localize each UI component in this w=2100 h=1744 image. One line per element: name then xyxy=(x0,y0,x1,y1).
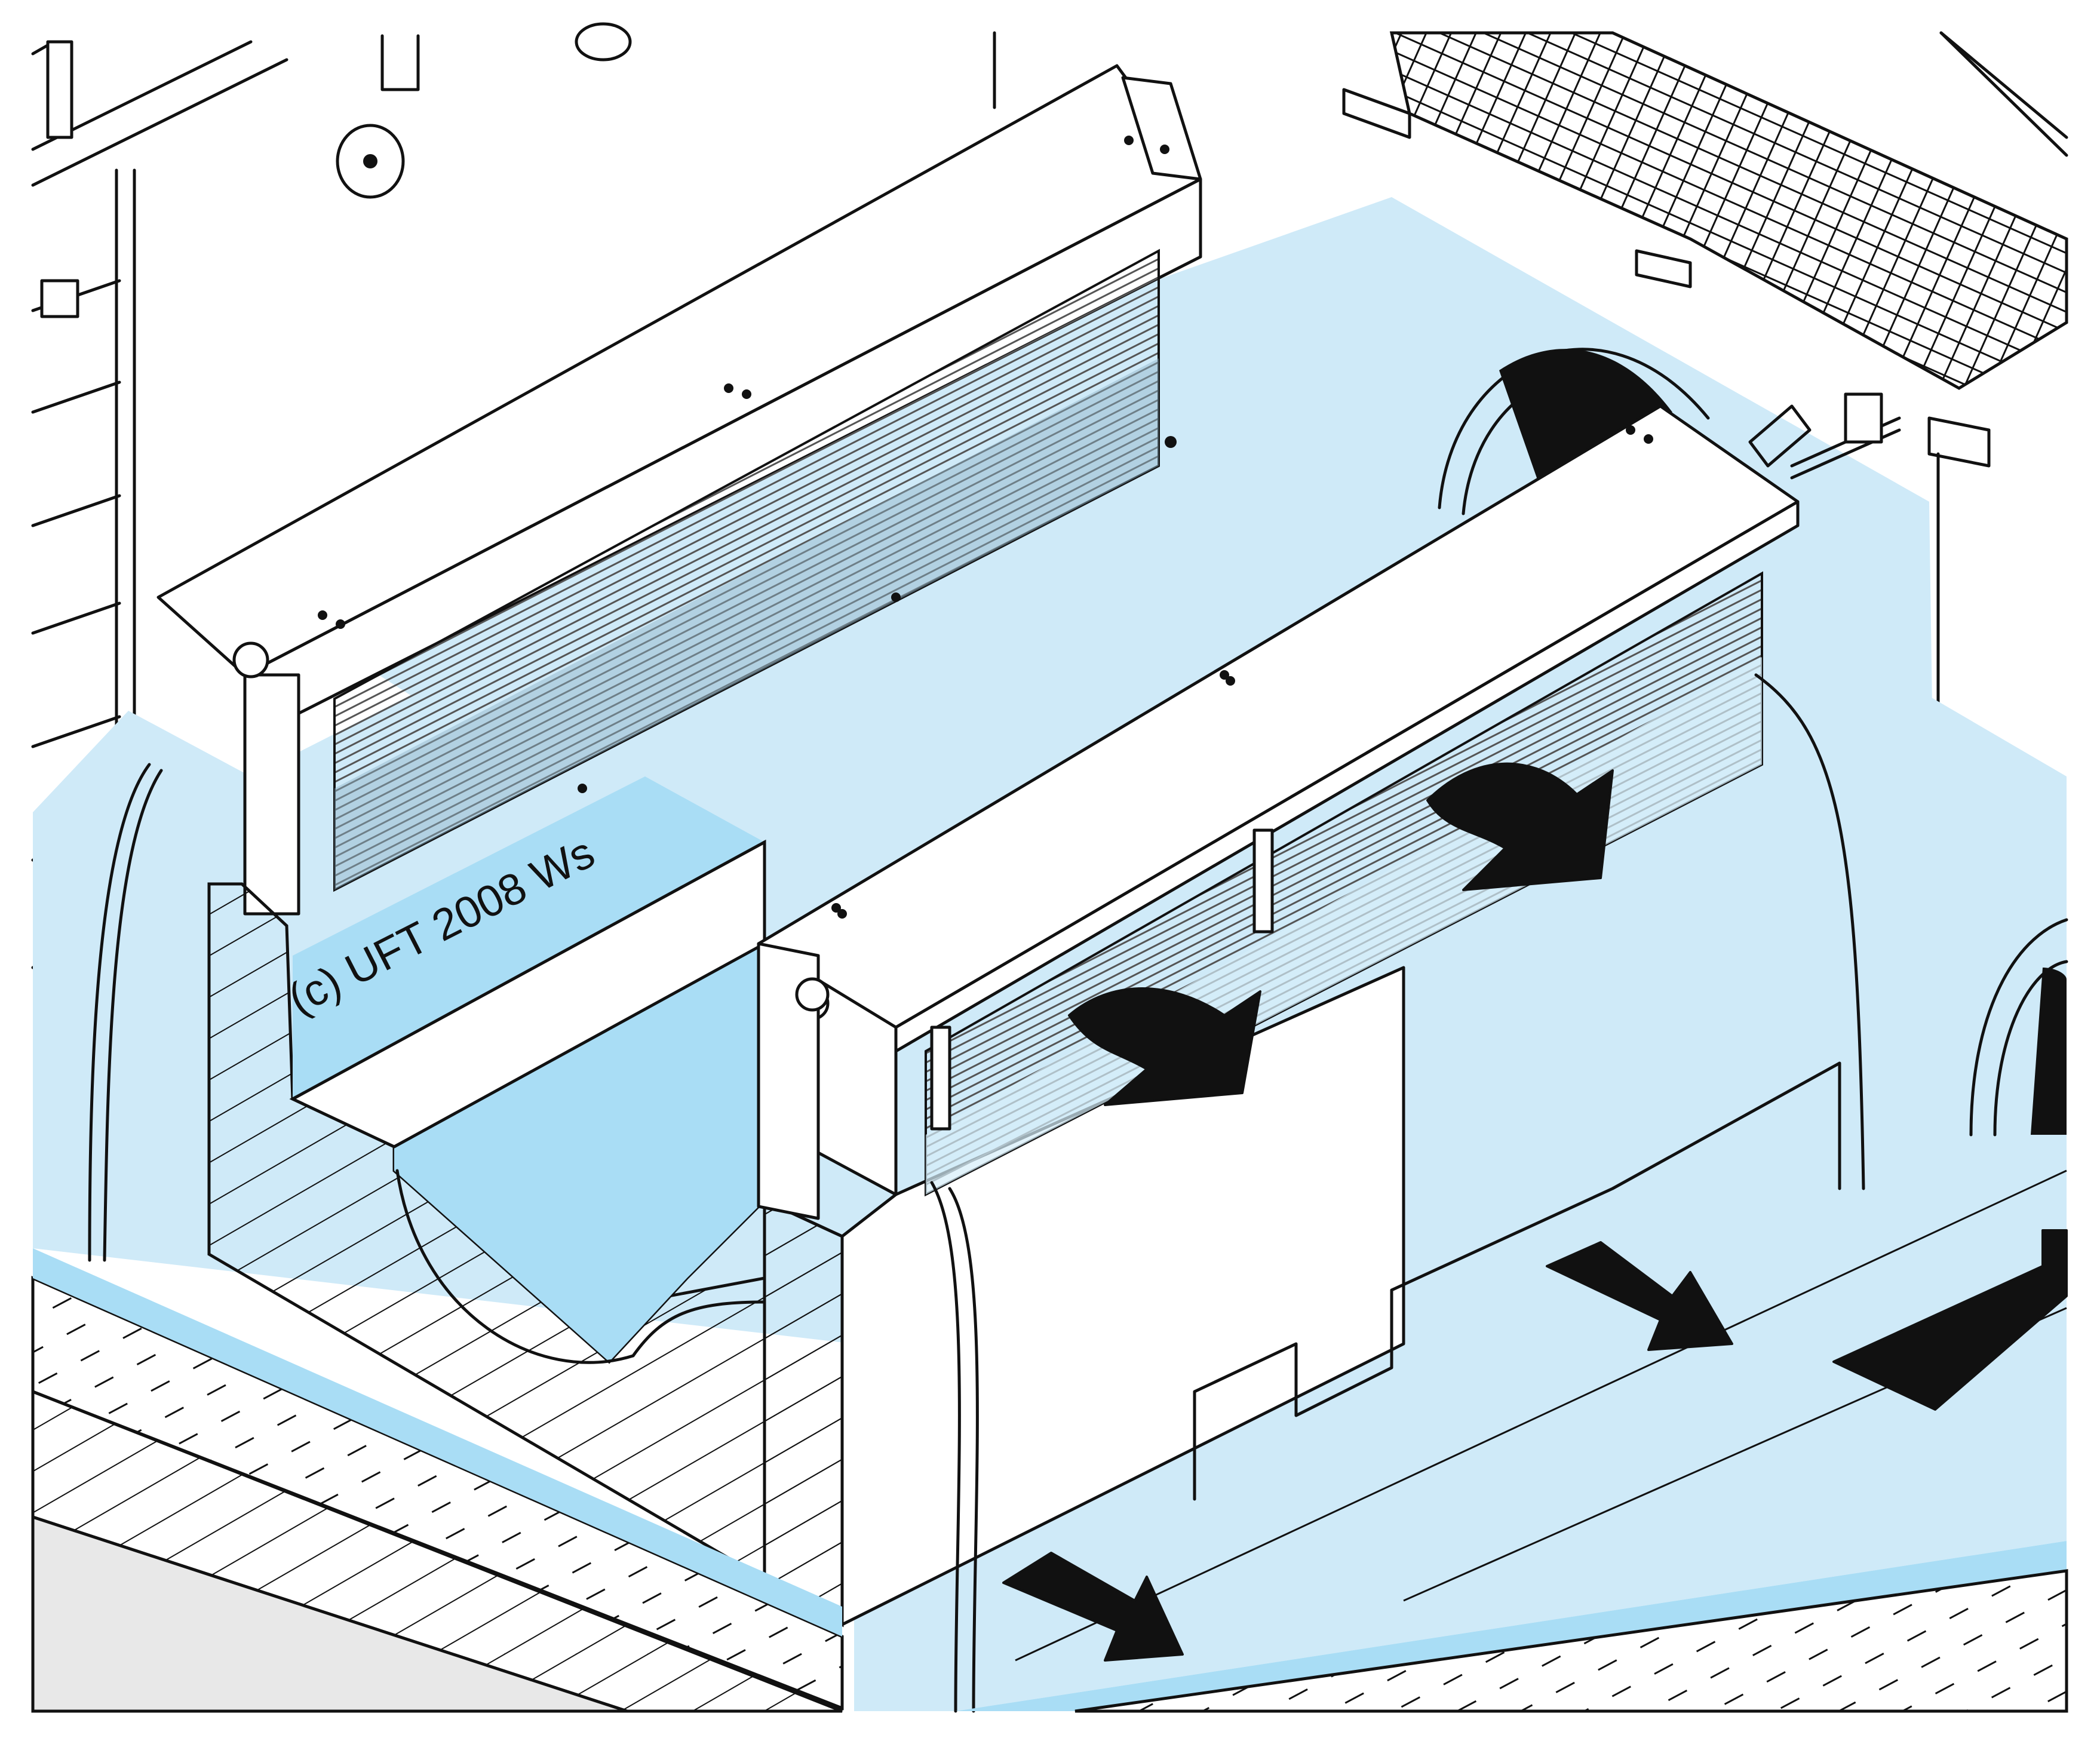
weir-wall-front xyxy=(763,954,1405,1628)
floor-grating xyxy=(1342,31,2068,468)
pipe-outlet-right xyxy=(1969,918,2068,1137)
pipe-fitting-icon xyxy=(336,22,632,199)
pipe-outlet-back xyxy=(1438,348,1710,515)
ground-right xyxy=(956,1541,2068,1713)
channel-steps xyxy=(1193,1061,1841,1501)
screen-unit-left xyxy=(156,64,1202,916)
water-back-basin xyxy=(257,197,1938,1117)
water-curtain-left xyxy=(88,763,151,1262)
ground-left xyxy=(31,1248,844,1713)
concrete-section xyxy=(207,776,844,1628)
water-curtain-front xyxy=(930,1181,961,1713)
bracket-right xyxy=(1748,392,1901,480)
flow-arrows xyxy=(1002,762,2068,1662)
railing-top-left xyxy=(31,40,288,187)
